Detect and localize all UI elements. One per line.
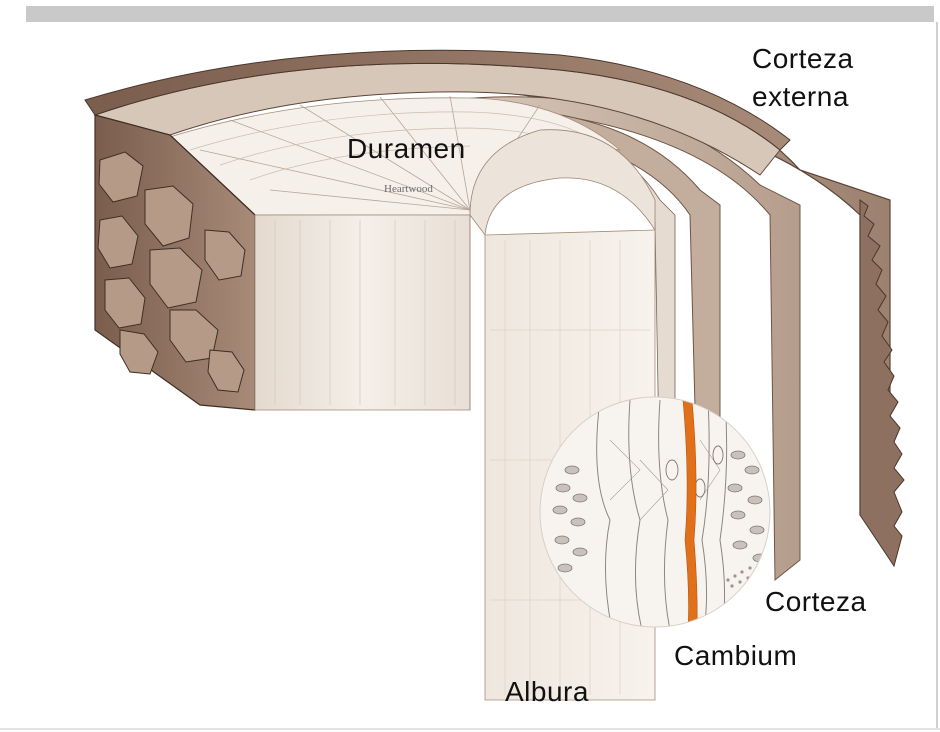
label-cambium: Cambium	[674, 640, 797, 672]
label-corteza: Corteza	[765, 586, 867, 618]
heartwood-front-face	[255, 215, 470, 410]
label-corteza-externa-line1: Corteza	[752, 40, 854, 78]
label-corteza-externa: Corteza externa	[752, 40, 854, 116]
label-albura: Albura	[505, 676, 589, 708]
label-corteza-externa-line2: externa	[752, 78, 854, 116]
label-duramen: Duramen	[347, 133, 466, 165]
label-heartwood: Heartwood	[384, 183, 433, 195]
